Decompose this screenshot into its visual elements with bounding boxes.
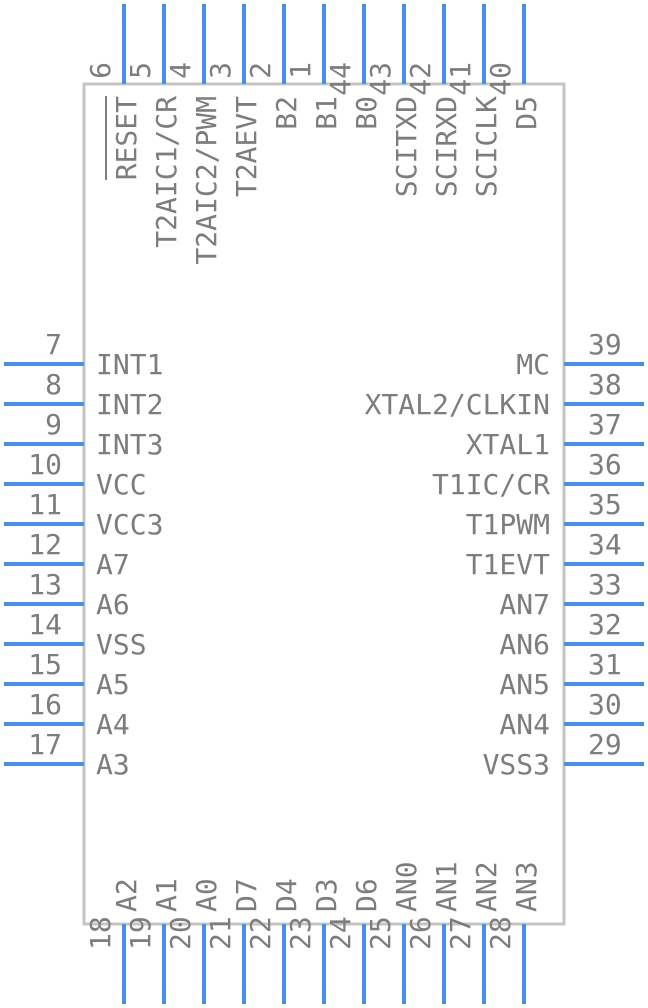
pin-22-number: 22: [244, 916, 277, 950]
pin-37-label: XTAL1: [466, 428, 550, 461]
pin-42-label: SCIRXD: [430, 96, 463, 197]
pin-33-number: 33: [588, 568, 622, 601]
pin-35-number: 35: [588, 488, 622, 521]
pin-39-number: 39: [588, 328, 622, 361]
pin-11-label: VCC3: [96, 508, 163, 541]
pin-7-number: 7: [45, 328, 62, 361]
pin-3-number: 3: [204, 62, 237, 79]
pin-1-number: 1: [284, 62, 317, 79]
pin-30-number: 30: [588, 688, 622, 721]
pin-10-number: 10: [28, 448, 62, 481]
pin-34-number: 34: [588, 528, 622, 561]
pin-2-label: B2: [270, 96, 303, 130]
pin-39-label: MC: [516, 348, 550, 381]
pin-43-label: SCITXD: [390, 96, 423, 197]
pin-13-number: 13: [28, 568, 62, 601]
pin-43-number: 43: [364, 62, 397, 96]
pin-24-number: 24: [324, 916, 357, 950]
pin-5-label: T2AIC1/CR: [150, 96, 183, 248]
pin-20-label: A0: [190, 878, 223, 912]
pin-11-number: 11: [28, 488, 62, 521]
pin-2-number: 2: [244, 62, 277, 79]
pin-6-label: RESET: [110, 96, 143, 180]
pin-38-number: 38: [588, 368, 622, 401]
pin-9-number: 9: [45, 408, 62, 441]
pin-41-label: SCICLK: [470, 96, 503, 197]
pin-24-label: D6: [350, 878, 383, 912]
pin-42-number: 42: [404, 62, 437, 96]
pin-38-label: XTAL2/CLKIN: [365, 388, 550, 421]
pin-19-number: 19: [124, 916, 157, 950]
pin-4-label: T2AIC2/PWM: [190, 96, 223, 265]
pin-34-label: T1EVT: [466, 548, 550, 581]
pin-26-number: 26: [404, 916, 437, 950]
pin-12-label: A7: [96, 548, 130, 581]
pin-28-label: AN3: [510, 861, 543, 912]
pin-13-label: A6: [96, 588, 130, 621]
pin-6-number: 6: [84, 62, 117, 79]
pin-5-number: 5: [124, 62, 157, 79]
pin-41-number: 41: [444, 62, 477, 96]
pin-1-label: B1: [310, 96, 343, 130]
pin-10-label: VCC: [96, 468, 147, 501]
pin-25-label: AN0: [390, 861, 423, 912]
pin-8-label: INT2: [96, 388, 163, 421]
pin-27-number: 27: [444, 916, 477, 950]
pin-18-number: 18: [84, 916, 117, 950]
pin-40-number: 40: [484, 62, 517, 96]
pin-19-label: A1: [150, 878, 183, 912]
pin-29-label: VSS3: [483, 748, 550, 781]
pin-4-number: 4: [164, 62, 197, 79]
pin-17-label: A3: [96, 748, 130, 781]
pin-17-number: 17: [28, 728, 62, 761]
pin-16-number: 16: [28, 688, 62, 721]
pin-36-number: 36: [588, 448, 622, 481]
pin-18-label: A2: [110, 878, 143, 912]
pin-26-label: AN1: [430, 861, 463, 912]
pin-27-label: AN2: [470, 861, 503, 912]
pin-37-number: 37: [588, 408, 622, 441]
pin-14-number: 14: [28, 608, 62, 641]
pin-14-label: VSS: [96, 628, 147, 661]
pin-29-number: 29: [588, 728, 622, 761]
pin-40-label: D5: [510, 96, 543, 130]
pin-32-label: AN6: [499, 628, 550, 661]
pin-33-label: AN7: [499, 588, 550, 621]
pin-23-number: 23: [284, 916, 317, 950]
pin-44-label: B0: [350, 96, 383, 130]
pin-7-label: INT1: [96, 348, 163, 381]
pin-31-number: 31: [588, 648, 622, 681]
pin-35-label: T1PWM: [466, 508, 550, 541]
pin-31-label: AN5: [499, 668, 550, 701]
pin-36-label: T1IC/CR: [432, 468, 550, 501]
pin-21-number: 21: [204, 916, 237, 950]
pin-44-number: 44: [324, 62, 357, 96]
pin-8-number: 8: [45, 368, 62, 401]
pin-23-label: D3: [310, 878, 343, 912]
pin-28-number: 28: [484, 916, 517, 950]
pin-3-label: T2AEVT: [230, 96, 263, 197]
pin-21-label: D7: [230, 878, 263, 912]
pin-30-label: AN4: [499, 708, 550, 741]
pin-15-number: 15: [28, 648, 62, 681]
pin-32-number: 32: [588, 608, 622, 641]
pin-25-number: 25: [364, 916, 397, 950]
pin-20-number: 20: [164, 916, 197, 950]
pin-9-label: INT3: [96, 428, 163, 461]
pin-15-label: A5: [96, 668, 130, 701]
pin-16-label: A4: [96, 708, 130, 741]
pin-12-number: 12: [28, 528, 62, 561]
pin-22-label: D4: [270, 878, 303, 912]
